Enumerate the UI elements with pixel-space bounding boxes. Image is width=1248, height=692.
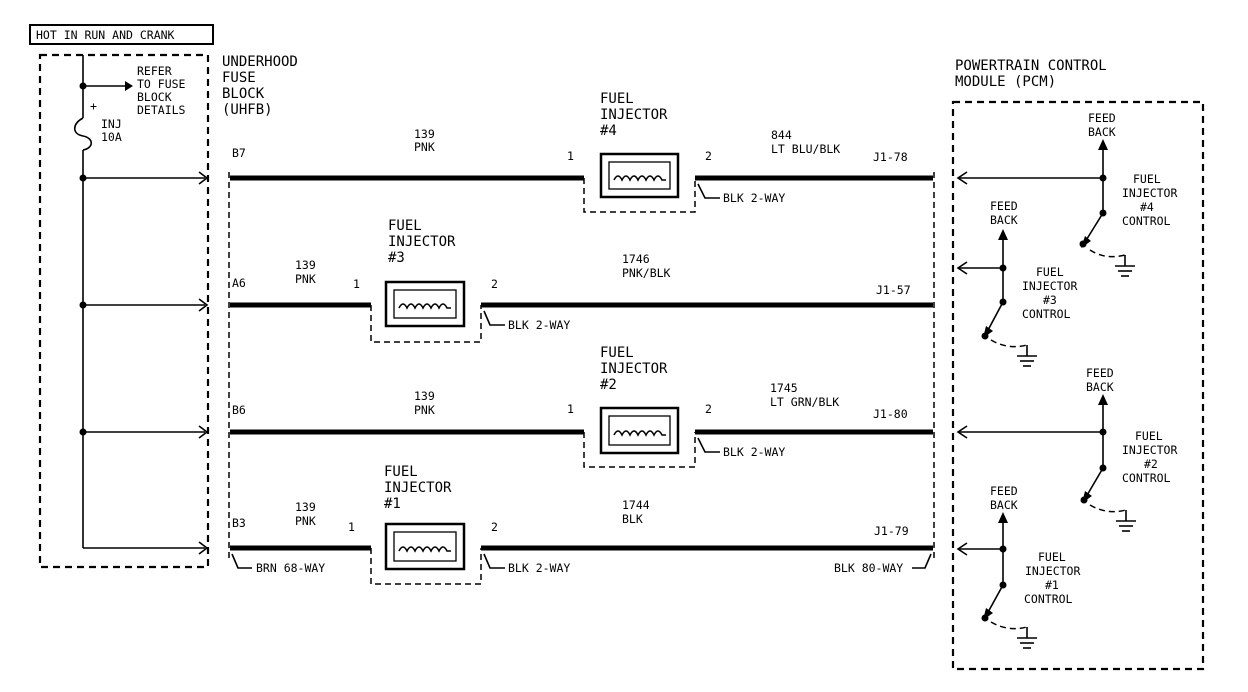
pin-out-label: 2	[705, 402, 712, 416]
connector-label: BLK 2-WAY	[723, 191, 785, 205]
pcm-pin-label: J1-80	[873, 407, 908, 421]
feedback-label: FEED BACK	[1086, 366, 1121, 394]
injector-body	[384, 280, 466, 328]
circuit-injector-4: B7 139 PNK 1 2 FUEL INJECTOR #4 BLK 2-WA…	[230, 91, 933, 213]
return-circuit-number: 1746	[622, 252, 650, 266]
pcm-title: POWERTRAIN CONTROL MODULE (PCM)	[955, 58, 1115, 90]
feed-circuit-number: 139	[414, 389, 435, 403]
feed-wire-color: PNK	[295, 514, 316, 528]
control-label: FUEL INJECTOR #1 CONTROL	[1024, 550, 1087, 606]
feed-wire-color: PNK	[295, 272, 316, 286]
return-circuit-number: 1745	[770, 381, 798, 395]
fuse-pin-label: A6	[232, 276, 246, 290]
return-circuit-number: 844	[771, 128, 792, 142]
injector-body	[599, 406, 680, 455]
return-wire-color: BLK	[622, 512, 643, 526]
bus-taps	[79, 171, 209, 555]
pcm-driver-4: FEED BACK FUEL INJECTOR #4 CONTROL	[1079, 111, 1184, 277]
feedback-label: FEED BACK	[990, 199, 1025, 227]
control-label: FUEL INJECTOR #4 CONTROL	[1122, 172, 1184, 228]
connector-label: BLK 2-WAY	[723, 445, 785, 459]
return-wire-color: LT GRN/BLK	[770, 395, 839, 409]
pcm-driver-2: FEED BACK FUEL INJECTOR #2 CONTROL	[1080, 366, 1184, 532]
injector-label: FUEL INJECTOR #3	[388, 218, 464, 266]
circuit-injector-3: A6 139 PNK 1 2 FUEL INJECTOR #3 BLK 2-WA…	[230, 218, 933, 343]
feedback-label: FEED BACK	[990, 484, 1025, 512]
injector-label: FUEL INJECTOR #1	[384, 464, 460, 512]
injector-coil-icon	[613, 430, 666, 437]
feedback-label: FEED BACK	[1088, 111, 1123, 139]
pin-in-label: 1	[567, 149, 574, 163]
fuse-symbol	[73, 117, 93, 151]
injector-body	[599, 152, 680, 199]
fuse-polarity: +	[90, 99, 97, 113]
pcm-driver-1: FEED BACK FUEL INJECTOR #1 CONTROL	[981, 484, 1087, 649]
circuit-injector-2: B6 139 PNK 1 2 FUEL INJECTOR #2 BLK 2-WA…	[230, 345, 933, 468]
pin-in-label: 1	[353, 277, 360, 291]
return-wire-color: LT BLU/BLK	[771, 142, 840, 156]
fuse-pin-label: B3	[232, 516, 246, 530]
fuse-block-title: UNDERHOOD FUSE BLOCK (UHFB)	[222, 54, 306, 118]
circuit-injector-1: B3 139 PNK 1 2 FUEL INJECTOR #1 BLK 2-WA…	[230, 464, 933, 585]
pcm-pin-label: J1-57	[876, 283, 911, 297]
pin-out-label: 2	[705, 149, 712, 163]
injector-coil-icon	[398, 546, 451, 553]
pcm-inputs	[956, 171, 1103, 556]
injector-body	[384, 522, 466, 571]
fuse-pin-label: B7	[232, 146, 246, 160]
pcm-pin-label: J1-79	[874, 524, 909, 538]
injector-coil-icon	[398, 303, 451, 310]
injector-label: FUEL INJECTOR #4	[600, 91, 676, 139]
left-connector-label: BRN 68-WAY	[256, 561, 325, 575]
connector-label: BLK 2-WAY	[508, 561, 570, 575]
feed-wire-color: PNK	[414, 403, 435, 417]
pin-out-label: 2	[491, 520, 498, 534]
pcm-pin-label: J1-78	[873, 150, 908, 164]
power-source-box	[29, 24, 214, 45]
control-label: FUEL INJECTOR #3 CONTROL	[1022, 265, 1084, 321]
feedback-arrow-icon	[1098, 139, 1108, 150]
feedback-arrow-icon	[998, 512, 1008, 523]
connector-label: BLK 2-WAY	[508, 318, 570, 332]
pin-in-label: 1	[567, 402, 574, 416]
pcm-driver-3: FEED BACK FUEL INJECTOR #3 CONTROL	[981, 199, 1084, 367]
feed-circuit-number: 139	[295, 500, 316, 514]
injector-label: FUEL INJECTOR #2	[600, 345, 676, 393]
right-connector-label: BLK 80-WAY	[834, 561, 903, 575]
fuse-block-enclosure	[38, 53, 210, 569]
fuse-pin-label: B6	[232, 403, 246, 417]
fuse-name: INJ	[101, 117, 122, 131]
pin-in-label: 1	[348, 520, 355, 534]
injector-coil-icon	[613, 175, 666, 182]
feedback-arrow-icon	[1098, 394, 1108, 405]
control-label: FUEL INJECTOR #2 CONTROL	[1122, 429, 1184, 485]
return-circuit-number: 1744	[622, 498, 650, 512]
fuse-note: REFER TO FUSE BLOCK DETAILS	[137, 64, 192, 117]
feed-circuit-number: 139	[414, 127, 435, 141]
power-source-label: HOT IN RUN AND CRANK	[36, 28, 175, 42]
pin-out-label: 2	[491, 277, 498, 291]
feed-wire-color: PNK	[414, 140, 435, 154]
feedback-arrow-icon	[998, 229, 1008, 240]
arrow-icon	[125, 81, 133, 91]
return-wire-color: PNK/BLK	[622, 266, 671, 280]
pcm-enclosure	[951, 100, 1205, 671]
feed-circuit-number: 139	[295, 258, 316, 272]
fuse-rating: 10A	[101, 130, 122, 144]
